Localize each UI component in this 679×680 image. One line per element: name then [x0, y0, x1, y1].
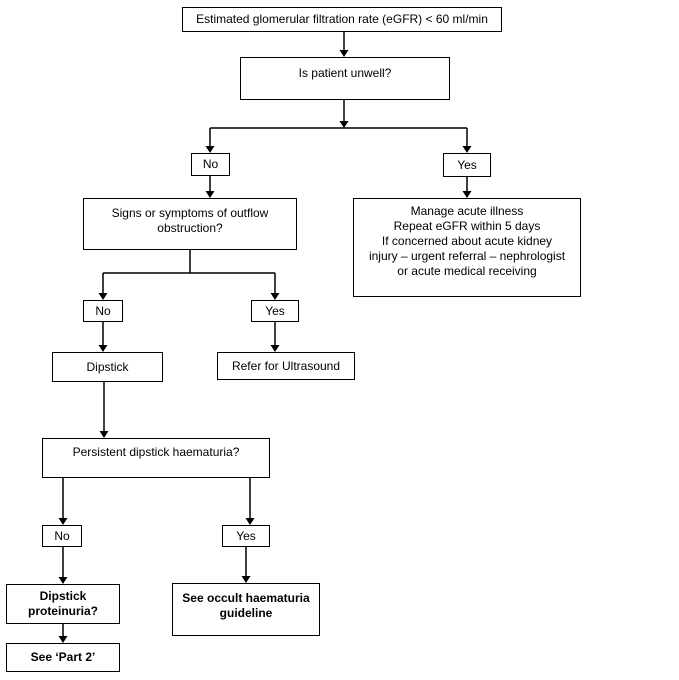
- node-outflow-no-label: No: [95, 303, 111, 318]
- node-outflow-obstruction: Signs or symptoms of outflow obstruction…: [83, 198, 297, 250]
- node-occult-haematuria-guideline: See occult haematuria guideline: [172, 583, 320, 636]
- node-unwell-yes-label: Yes: [457, 157, 477, 172]
- edge-arrowhead: [58, 518, 68, 525]
- node-haematuria-yes: Yes: [222, 525, 270, 547]
- node-unwell-yes: Yes: [443, 153, 491, 177]
- node-unwell-no-label: No: [202, 157, 219, 171]
- node-refer-ultrasound-label: Refer for Ultrasound: [231, 358, 341, 373]
- edge-proteinuria-part2: [58, 624, 68, 643]
- node-occult-haematuria-guideline-label: See occult haematuria guideline: [182, 591, 310, 620]
- node-outflow-yes: Yes: [251, 300, 299, 322]
- node-egfr-label: Estimated glomerular filtration rate (eG…: [196, 12, 488, 26]
- edge-unwell-branch: [205, 100, 472, 153]
- node-haematuria-yes-label: Yes: [236, 528, 256, 543]
- edge-yes2-ultrasound: [270, 322, 280, 352]
- node-refer-ultrasound: Refer for Ultrasound: [217, 352, 355, 380]
- node-dipstick-label: Dipstick: [86, 359, 129, 374]
- edge-no2-dipstick: [98, 322, 108, 352]
- node-outflow-obstruction-label: Signs or symptoms of outflow obstruction…: [111, 206, 269, 235]
- edge-yes3-occult: [241, 547, 251, 583]
- node-dipstick-proteinuria-label: Dipstick proteinuria?: [27, 589, 98, 618]
- node-persistent-haematuria-label: Persistent dipstick haematuria?: [72, 445, 240, 459]
- edge-no1-outflow: [205, 176, 215, 198]
- node-dipstick-proteinuria: Dipstick proteinuria?: [6, 584, 120, 624]
- node-is-patient-unwell: Is patient unwell?: [240, 57, 450, 100]
- node-haematuria-no-label: No: [54, 528, 70, 543]
- edge-outflow-branch: [98, 250, 280, 300]
- edge-arrowhead: [241, 576, 251, 583]
- edge-arrowhead: [339, 50, 349, 57]
- edge-arrowhead: [205, 191, 215, 198]
- node-is-patient-unwell-label: Is patient unwell?: [298, 66, 392, 80]
- edge-haematuria-yes3: [245, 478, 255, 525]
- edge-arrowhead: [58, 577, 68, 584]
- edge-arrowhead: [270, 293, 280, 300]
- edge-arrowhead: [205, 146, 215, 153]
- node-manage-acute-illness: Manage acute illness Repeat eGFR within …: [353, 198, 581, 297]
- node-see-part-2: See ‘Part 2’: [6, 643, 120, 672]
- edge-egfr-unwell: [339, 32, 349, 57]
- edge-arrowhead: [98, 293, 108, 300]
- edge-yes1-manage: [462, 177, 472, 198]
- node-unwell-no: No: [191, 153, 230, 176]
- edge-arrowhead: [462, 191, 472, 198]
- edge-arrowhead: [339, 121, 349, 128]
- node-outflow-no: No: [83, 300, 123, 322]
- node-manage-acute-illness-label: Manage acute illness Repeat eGFR within …: [368, 204, 566, 278]
- edge-arrowhead: [58, 636, 68, 643]
- node-dipstick: Dipstick: [52, 352, 163, 382]
- node-outflow-yes-label: Yes: [265, 303, 285, 318]
- edge-dipstick-haematuria: [99, 382, 109, 438]
- edge-arrowhead: [98, 345, 108, 352]
- node-persistent-haematuria: Persistent dipstick haematuria?: [42, 438, 270, 478]
- node-see-part-2-label: See ‘Part 2’: [30, 650, 96, 664]
- edge-arrowhead: [99, 431, 109, 438]
- node-egfr: Estimated glomerular filtration rate (eG…: [182, 7, 502, 32]
- edge-arrowhead: [270, 345, 280, 352]
- edge-arrowhead: [245, 518, 255, 525]
- edge-arrowhead: [462, 146, 472, 153]
- edge-no3-proteinuria: [58, 547, 68, 584]
- edge-haematuria-no3: [58, 478, 68, 525]
- node-haematuria-no: No: [42, 525, 82, 547]
